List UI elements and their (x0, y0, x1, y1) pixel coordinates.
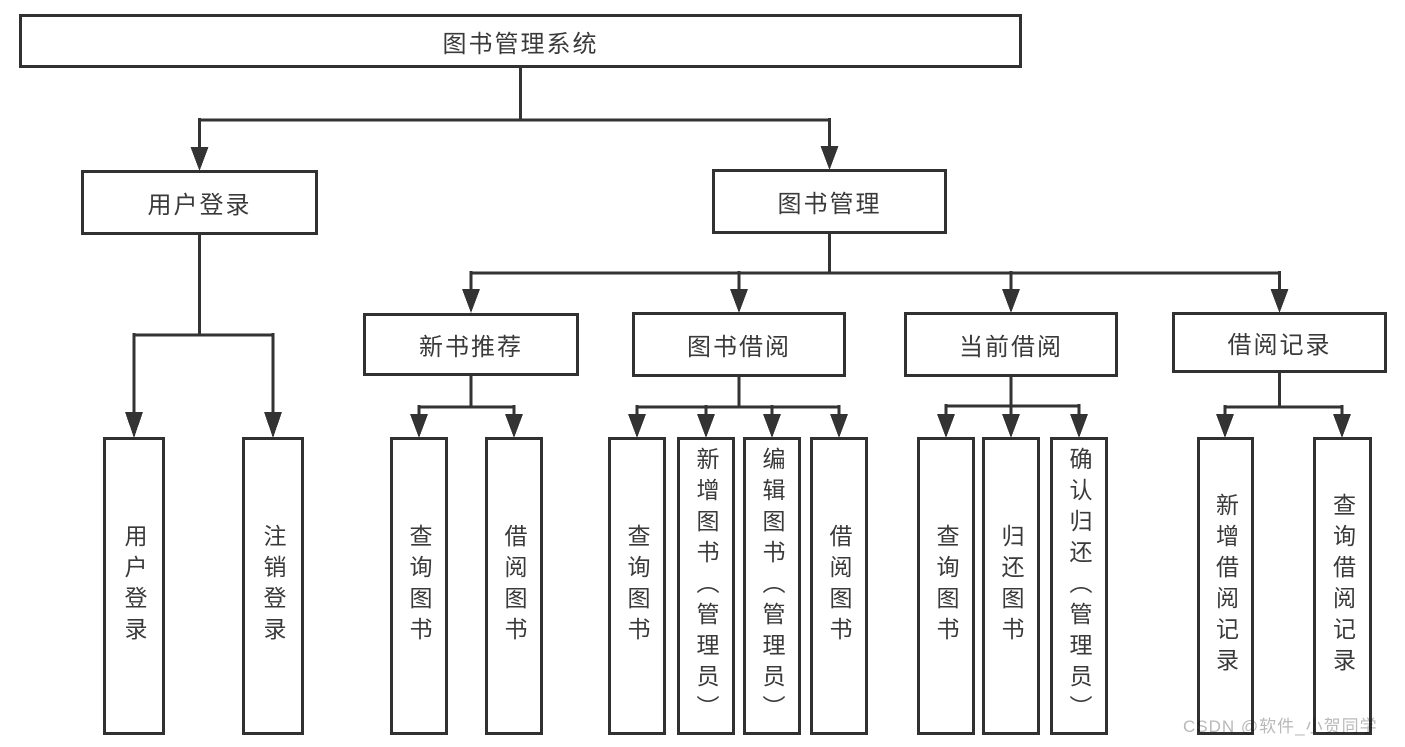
connector-book-mgmt-children (462, 231, 1289, 313)
node-book-borrow: 图书借阅 (632, 312, 846, 377)
node-new-book-recommend-label: 新书推荐 (419, 334, 523, 361)
node-new-book-recommend: 新书推荐 (363, 313, 579, 376)
leaf-nbr-query-books: 查询图书 (390, 437, 448, 735)
leaf-nbr-query-books-label: 查询图书 (406, 524, 432, 648)
node-borrow-records-label: 借阅记录 (1227, 332, 1332, 359)
leaf-cb-return-books: 归还图书 (982, 437, 1040, 735)
leaf-br-query-record-label: 查询借阅记录 (1329, 493, 1356, 679)
leaf-bb-borrow-books: 借阅图书 (810, 437, 868, 735)
leaf-bb-query-books-label: 查询图书 (624, 524, 650, 648)
node-user-login-label: 用户登录 (147, 192, 252, 219)
leaf-cb-query-books: 查询图书 (917, 437, 975, 735)
node-user-login: 用户登录 (81, 170, 318, 235)
leaf-bb-query-books: 查询图书 (608, 437, 666, 735)
leaf-cb-return-books-label: 归还图书 (998, 524, 1024, 648)
leaf-bb-add-books-admin-label: 新增图书（管理员） (693, 446, 719, 726)
connector-book-borrow-children (628, 375, 848, 438)
connector-new-book-rec-children (410, 374, 523, 438)
node-book-mgmt: 图书管理 (712, 169, 947, 234)
node-borrow-records: 借阅记录 (1172, 312, 1387, 373)
leaf-bb-edit-books-admin: 编辑图书（管理员） (743, 437, 801, 735)
leaf-br-query-record: 查询借阅记录 (1313, 437, 1372, 735)
leaf-bb-edit-books-admin-label: 编辑图书（管理员） (759, 446, 785, 726)
node-current-borrow-label: 当前借阅 (959, 334, 1063, 361)
watermark: CSDN @软件_小贺同学 (1183, 717, 1378, 736)
leaf-user-login: 用户登录 (103, 437, 165, 735)
leaf-user-login-label: 用户登录 (121, 524, 147, 648)
leaf-cb-confirm-return-admin: 确认归还（管理员） (1050, 437, 1108, 735)
leaf-bb-add-books-admin: 新增图书（管理员） (677, 437, 735, 735)
leaf-logout-login-label: 注销登录 (260, 524, 286, 648)
connector-borrow-records-children (1216, 371, 1351, 438)
connector-root-to-level2 (190, 66, 839, 171)
node-root-label: 图书管理系统 (442, 30, 599, 58)
leaf-logout-login: 注销登录 (242, 437, 304, 735)
leaf-bb-borrow-books-label: 借阅图书 (826, 524, 852, 648)
connector-current-borrow-children (937, 375, 1088, 438)
connector-user-login-children (125, 233, 282, 438)
leaf-cb-query-books-label: 查询图书 (933, 524, 959, 648)
leaf-br-add-record: 新增借阅记录 (1197, 437, 1254, 735)
node-root: 图书管理系统 (19, 14, 1022, 68)
leaf-nbr-borrow-books-label: 借阅图书 (501, 524, 527, 648)
leaf-cb-confirm-return-admin-label: 确认归还（管理员） (1066, 446, 1092, 726)
node-current-borrow: 当前借阅 (904, 312, 1118, 377)
leaf-br-add-record-label: 新增借阅记录 (1212, 493, 1239, 679)
leaf-nbr-borrow-books: 借阅图书 (485, 437, 543, 735)
node-book-mgmt-label: 图书管理 (777, 191, 882, 218)
node-book-borrow-label: 图书借阅 (687, 334, 791, 361)
